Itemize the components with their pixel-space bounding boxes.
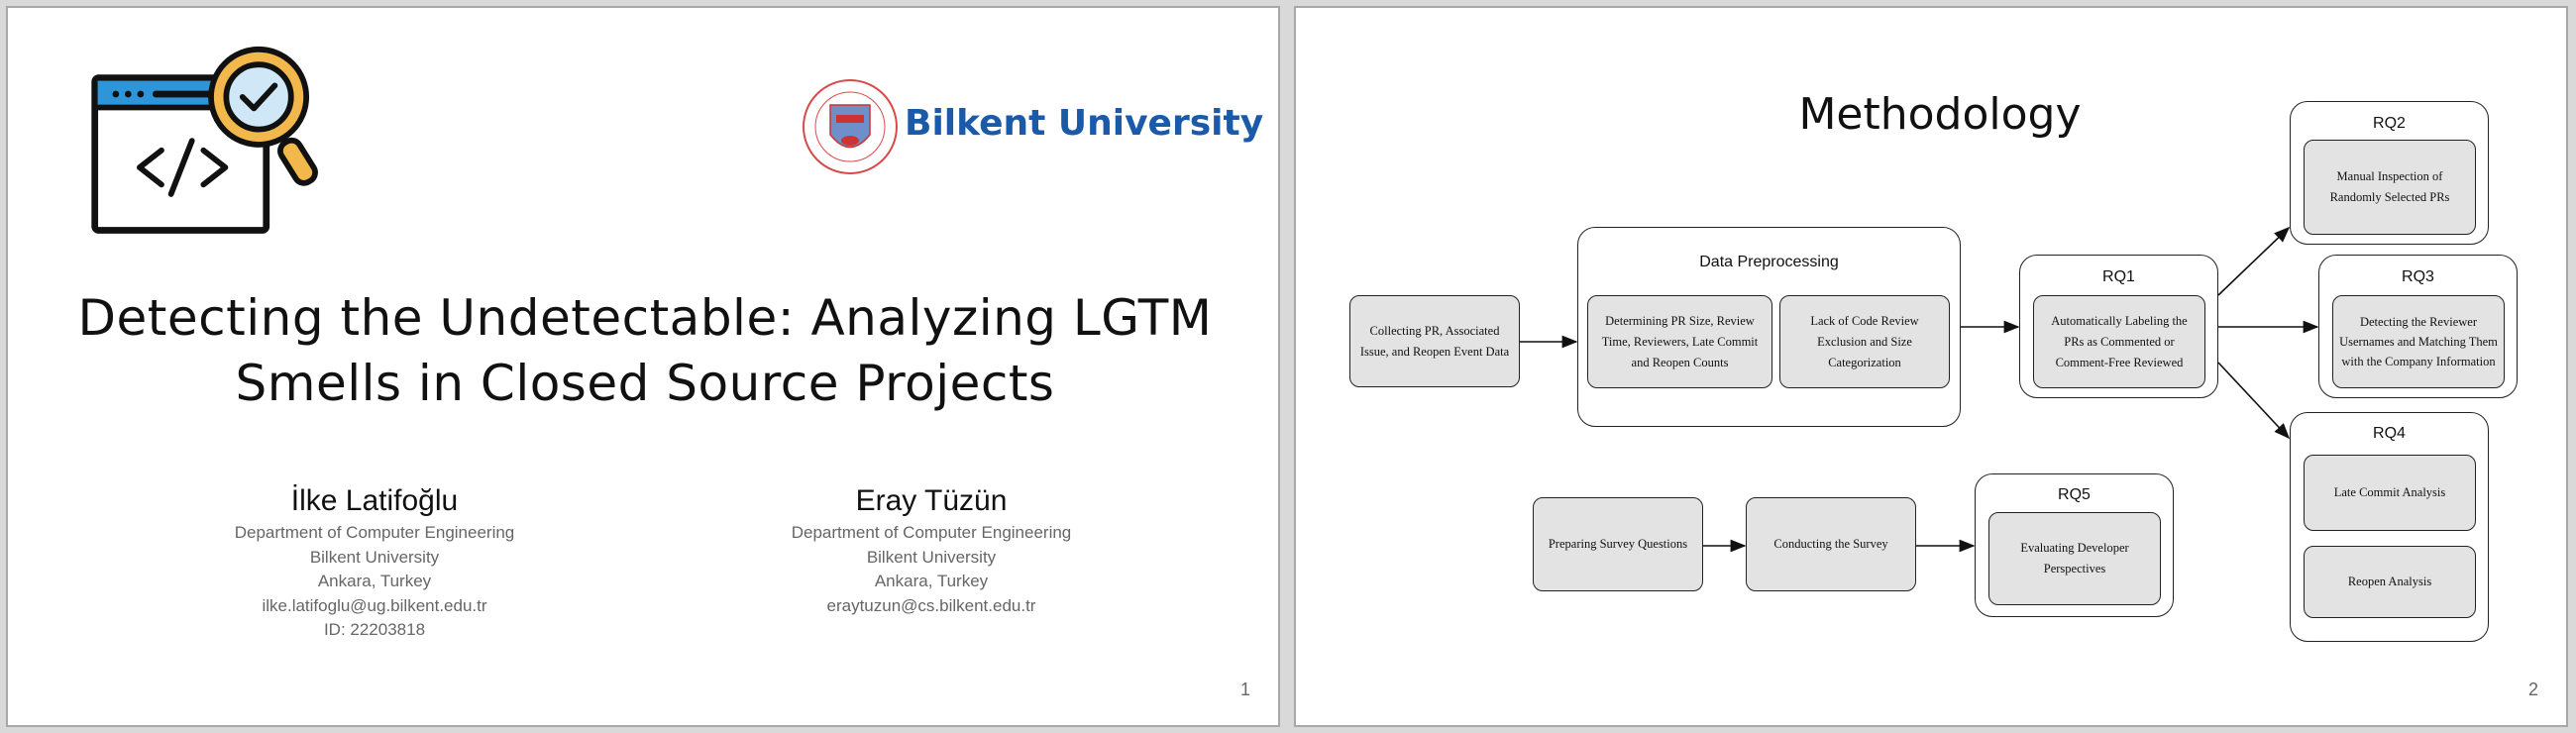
author-name: Eray Tüzün bbox=[855, 484, 1008, 517]
rq2-step: Manual Inspection of Randomly Selected P… bbox=[2304, 140, 2476, 235]
code-inspection-icon bbox=[91, 46, 318, 234]
preparing-survey-box: Preparing Survey Questions bbox=[1533, 497, 1703, 591]
preprocessing-step: Lack of Code Review Exclusion and Size C… bbox=[1779, 295, 1950, 388]
title-line-2: Smells in Closed Source Projects bbox=[235, 355, 1055, 412]
arrow bbox=[2217, 362, 2291, 440]
slide-1[interactable]: Bilkent University Detecting the Undetec… bbox=[6, 6, 1280, 727]
preprocessing-step: Determining PR Size, Review Time, Review… bbox=[1587, 295, 1772, 388]
author-location: Ankara, Turkey bbox=[874, 572, 989, 590]
rq1-group: RQ1 Automatically Labeling the PRs as Co… bbox=[2019, 255, 2218, 398]
author-university: Bilkent University bbox=[866, 547, 997, 567]
author-email[interactable]: ilke.latifoglu@ug.bilkent.edu.tr bbox=[262, 595, 487, 615]
rq3-group: RQ3 Detecting the Reviewer Usernames and… bbox=[2318, 255, 2518, 398]
author-email[interactable]: eraytuzun@cs.bilkent.edu.tr bbox=[826, 595, 1036, 615]
group-label: RQ4 bbox=[2373, 425, 2406, 442]
rq3-step: Detecting the Reviewer Usernames and Mat… bbox=[2332, 295, 2505, 388]
title-line-1: Detecting the Undetectable: Analyzing LG… bbox=[77, 289, 1213, 347]
author-id: ID: 22203818 bbox=[323, 620, 426, 639]
rq4-group: RQ4 Late Commit Analysis Reopen Analysis bbox=[2290, 412, 2489, 642]
author-location: Ankara, Turkey bbox=[317, 572, 432, 590]
arrow bbox=[2217, 226, 2291, 296]
conducting-survey-box: Conducting the Survey bbox=[1746, 497, 1916, 591]
author-2: Eray Tüzün Department of Computer Engine… bbox=[684, 481, 1179, 618]
rq4-step: Reopen Analysis bbox=[2304, 546, 2476, 618]
flow-arrows bbox=[1520, 226, 2319, 553]
group-label: RQ2 bbox=[2373, 115, 2406, 132]
author-name: İlke Latifoğlu bbox=[290, 484, 459, 517]
group-label: RQ1 bbox=[2102, 268, 2135, 285]
rq4-step: Late Commit Analysis bbox=[2304, 455, 2476, 531]
author-department: Department of Computer Engineering bbox=[791, 523, 1072, 542]
author-university: Bilkent University bbox=[309, 547, 440, 567]
bilkent-seal-logo bbox=[803, 79, 898, 174]
author-1: İlke Latifoğlu Department of Computer En… bbox=[127, 481, 622, 643]
group-label: RQ3 bbox=[2402, 268, 2434, 285]
rq2-group: RQ2 Manual Inspection of Randomly Select… bbox=[2290, 101, 2489, 245]
rq1-step: Automatically Labeling the PRs as Commen… bbox=[2033, 295, 2205, 388]
slide-2[interactable]: Methodology Collecting PR, Associated Is… bbox=[1294, 6, 2568, 727]
group-label: RQ5 bbox=[2058, 486, 2091, 503]
data-preprocessing-group: Data Preprocessing Determining PR Size, … bbox=[1577, 227, 1961, 427]
group-label: Data Preprocessing bbox=[1699, 254, 1839, 270]
slide-title: Methodology bbox=[1798, 89, 2082, 140]
author-department: Department of Computer Engineering bbox=[234, 523, 515, 542]
rq5-group: RQ5 Evaluating Developer Perspectives bbox=[1975, 473, 2174, 617]
page-number: 1 bbox=[1239, 680, 1250, 699]
bilkent-university-logo-text: Bilkent University bbox=[905, 103, 1264, 144]
page-number: 2 bbox=[2527, 680, 2538, 699]
rq5-step: Evaluating Developer Perspectives bbox=[1988, 512, 2161, 605]
collecting-data-box: Collecting PR, Associated Issue, and Reo… bbox=[1349, 295, 1520, 387]
presentation-title: Detecting the Undetectable: Analyzing LG… bbox=[8, 285, 1282, 416]
